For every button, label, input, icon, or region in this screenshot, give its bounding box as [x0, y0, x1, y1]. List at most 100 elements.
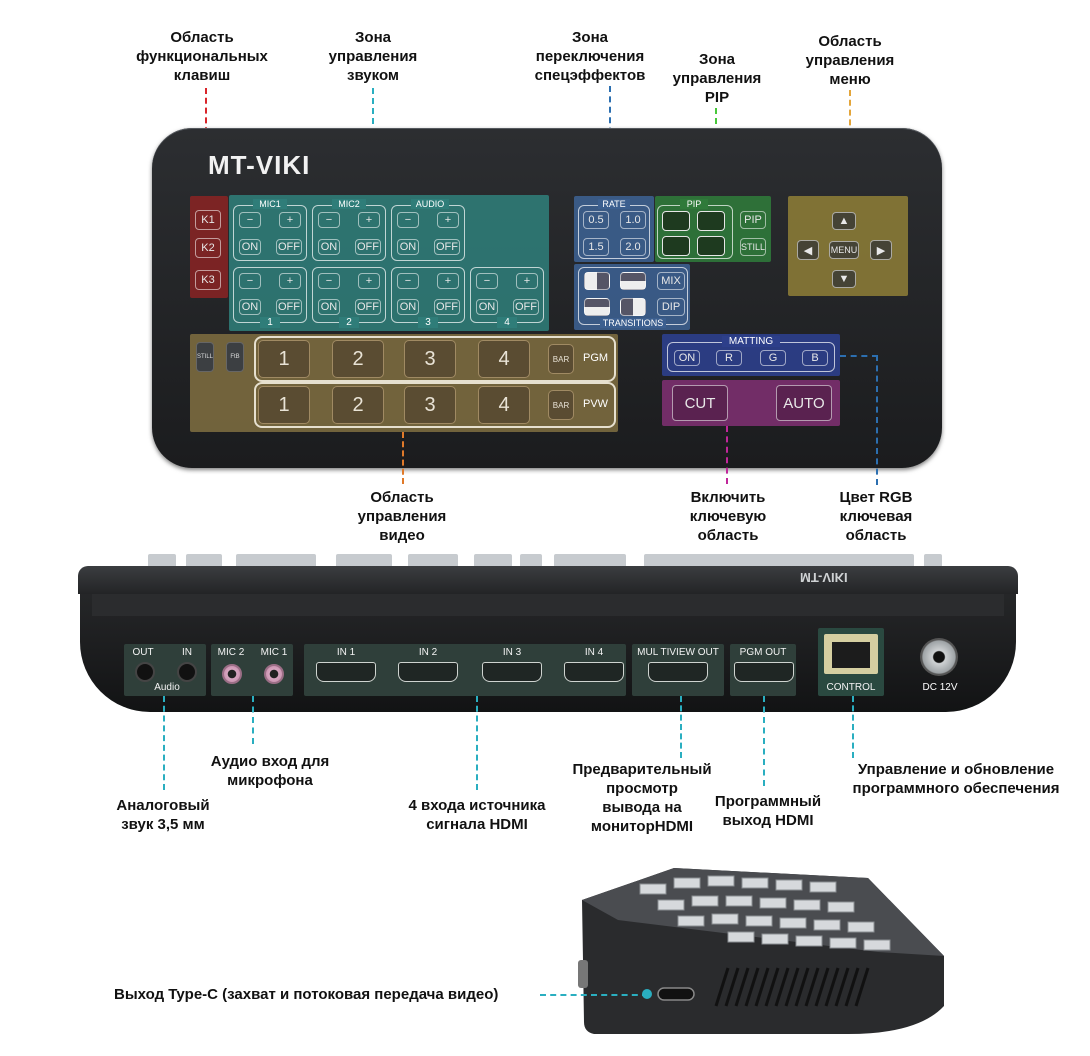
- line-video: [402, 432, 404, 484]
- matting-on-button[interactable]: ON: [674, 350, 700, 366]
- typec-port[interactable]: [657, 987, 695, 1001]
- dc-power-jack[interactable]: [920, 638, 958, 676]
- menu-left-button[interactable]: ◀: [797, 240, 819, 260]
- audio-out-jack[interactable]: [135, 662, 155, 682]
- input2-off-button[interactable]: OFF: [355, 299, 381, 315]
- wipe-right-button[interactable]: [620, 298, 646, 316]
- k2-button[interactable]: K2: [195, 238, 221, 258]
- line-pgm-out: [763, 696, 765, 786]
- audio-plus-button[interactable]: +: [437, 212, 459, 228]
- matting-r-button[interactable]: R: [716, 350, 742, 366]
- multiview-out-port[interactable]: [648, 662, 708, 682]
- mic2-minus-button[interactable]: −: [318, 212, 340, 228]
- pip-bottom-left-button[interactable]: [662, 236, 690, 256]
- audio-on-button[interactable]: ON: [397, 239, 419, 255]
- dip-button[interactable]: DIP: [657, 298, 685, 316]
- label-pip-zone: Зона управления PIP: [672, 51, 762, 106]
- input4-off-button[interactable]: OFF: [513, 299, 539, 315]
- mic2-jack[interactable]: [222, 664, 242, 684]
- input2-plus-button[interactable]: +: [358, 273, 380, 289]
- mic2-off-button[interactable]: OFF: [355, 239, 381, 255]
- hdmi-in1-label: IN 1: [336, 647, 356, 658]
- label-menu-zone: Область управления меню: [805, 33, 895, 88]
- input4-minus-button[interactable]: −: [476, 273, 498, 289]
- hdmi-in2-label: IN 2: [418, 647, 438, 658]
- pgm-source-2-button[interactable]: 2: [332, 340, 384, 378]
- still-button[interactable]: STILL: [196, 342, 214, 372]
- hdmi-in1-port[interactable]: [316, 662, 376, 682]
- matting-g-button[interactable]: G: [760, 350, 786, 366]
- rate-0-5-button[interactable]: 0.5: [583, 211, 609, 229]
- input2-on-button[interactable]: ON: [318, 299, 340, 315]
- wipe-left-button[interactable]: [584, 272, 610, 290]
- pgm-source-1-button[interactable]: 1: [258, 340, 310, 378]
- label-sound-zone: Зона управления звуком: [328, 29, 418, 84]
- audio-off-button[interactable]: OFF: [434, 239, 460, 255]
- line-matting-v: [876, 355, 878, 485]
- mic1-minus-button[interactable]: −: [239, 212, 261, 228]
- pgm-label: PGM: [583, 352, 609, 364]
- k3-button[interactable]: K3: [195, 270, 221, 290]
- cut-button[interactable]: CUT: [672, 385, 728, 421]
- hdmi-in4-port[interactable]: [564, 662, 624, 682]
- matting-b-button[interactable]: B: [802, 350, 828, 366]
- pip-bottom-right-button[interactable]: [697, 236, 725, 256]
- input3-minus-button[interactable]: −: [397, 273, 419, 289]
- input1-on-button[interactable]: ON: [239, 299, 261, 315]
- mix-button[interactable]: MIX: [657, 272, 685, 290]
- pvw-source-1-button[interactable]: 1: [258, 386, 310, 424]
- menu-right-button[interactable]: ▶: [870, 240, 892, 260]
- hdmi-in3-port[interactable]: [482, 662, 542, 682]
- audio-in-jack[interactable]: [177, 662, 197, 682]
- hdmi-in2-port[interactable]: [398, 662, 458, 682]
- wipe-down-button[interactable]: [584, 298, 610, 316]
- mic1-jack[interactable]: [264, 664, 284, 684]
- mic2-on-button[interactable]: ON: [318, 239, 340, 255]
- pip-still-button[interactable]: STILL: [740, 238, 766, 256]
- pgm-out-port[interactable]: [734, 662, 794, 682]
- input3-off-button[interactable]: OFF: [434, 299, 460, 315]
- wipe-up-button[interactable]: [620, 272, 646, 290]
- line-control: [852, 696, 854, 758]
- label-typec: Выход Type-C (захват и потоковая передач…: [114, 986, 499, 1003]
- mic1-plus-button[interactable]: +: [279, 212, 301, 228]
- input4-on-button[interactable]: ON: [476, 299, 498, 315]
- pgm-source-3-button[interactable]: 3: [404, 340, 456, 378]
- ftb-button[interactable]: FtB: [226, 342, 244, 372]
- mic1-off-button[interactable]: OFF: [276, 239, 302, 255]
- pvw-source-3-button[interactable]: 3: [404, 386, 456, 424]
- pip-button[interactable]: PIP: [740, 211, 766, 229]
- rate-1-0-button[interactable]: 1.0: [620, 211, 646, 229]
- line-multiview: [680, 696, 682, 758]
- input1-plus-button[interactable]: +: [279, 273, 301, 289]
- menu-down-button[interactable]: ▼: [832, 270, 856, 288]
- pgm-bar-button[interactable]: BAR: [548, 344, 574, 374]
- input2-minus-button[interactable]: −: [318, 273, 340, 289]
- pip-top-left-button[interactable]: [662, 211, 690, 231]
- mic2-plus-button[interactable]: +: [358, 212, 380, 228]
- pvw-source-4-button[interactable]: 4: [478, 386, 530, 424]
- pgm-row: [254, 336, 616, 382]
- mic1-on-button[interactable]: ON: [239, 239, 261, 255]
- pvw-source-2-button[interactable]: 2: [332, 386, 384, 424]
- input1-minus-button[interactable]: −: [239, 273, 261, 289]
- key-cap: [924, 554, 942, 568]
- k1-button[interactable]: K1: [195, 210, 221, 230]
- switcher-back-strip: [92, 594, 1004, 616]
- pgm-source-4-button[interactable]: 4: [478, 340, 530, 378]
- pip-top-right-button[interactable]: [697, 211, 725, 231]
- input4-plus-button[interactable]: +: [516, 273, 538, 289]
- input3-on-button[interactable]: ON: [397, 299, 419, 315]
- key-cap: [148, 554, 176, 568]
- rate-2-0-button[interactable]: 2.0: [620, 238, 646, 256]
- audio-in-label: IN: [182, 647, 192, 658]
- audio-minus-button[interactable]: −: [397, 212, 419, 228]
- rate-1-5-button[interactable]: 1.5: [583, 238, 609, 256]
- input3-plus-button[interactable]: +: [437, 273, 459, 289]
- menu-button[interactable]: MENU: [829, 241, 859, 259]
- menu-up-button[interactable]: ▲: [832, 212, 856, 230]
- pvw-bar-button[interactable]: BAR: [548, 390, 574, 420]
- input1-off-button[interactable]: OFF: [276, 299, 302, 315]
- mic2-jack-label: MIC 2: [217, 647, 245, 658]
- auto-button[interactable]: AUTO: [776, 385, 832, 421]
